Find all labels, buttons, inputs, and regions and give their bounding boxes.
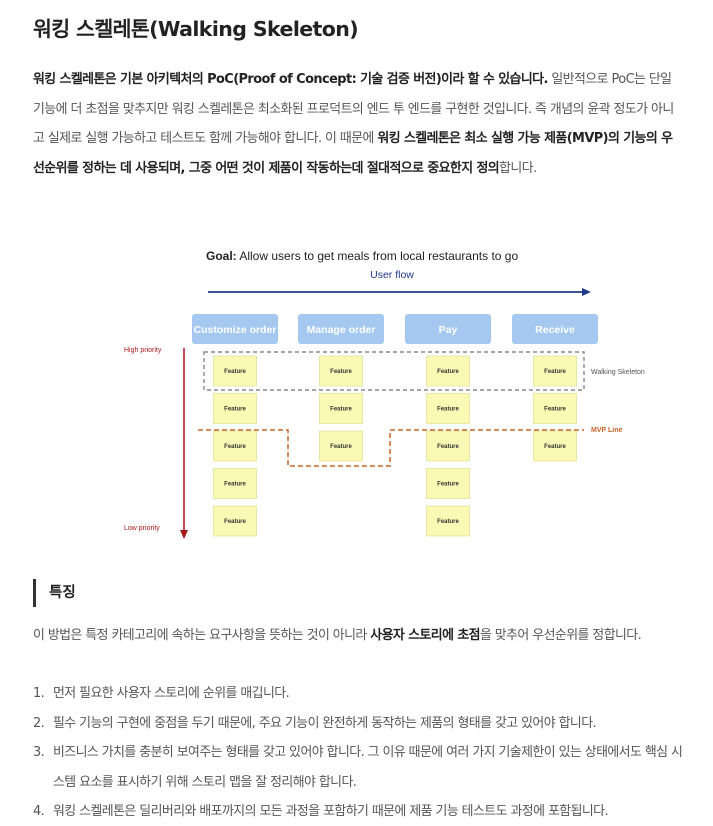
feature-note-label: Feature (544, 407, 566, 413)
feature-note-label: Feature (437, 407, 459, 413)
para-bold-1: 사용자 스토리에 초점 (370, 628, 480, 643)
walking-skeleton-box (203, 351, 585, 391)
low-priority-label: Low priority (124, 525, 160, 532)
goal-description: Allow users to get meals from local rest… (237, 249, 519, 263)
high-priority-label: High priority (124, 347, 162, 354)
list-item-text: 비즈니스 가치를 충분히 보여주는 형태를 갖고 있어야 합니다. 그 이유 때… (53, 745, 683, 790)
feature-note (426, 393, 470, 424)
feature-note (426, 468, 470, 499)
feature-note (213, 468, 257, 499)
diagram-features: FeatureFeatureFeatureFeatureFeatureFeatu… (213, 355, 577, 537)
column-header-box (512, 314, 598, 344)
intro-paragraph: 워킹 스켈레톤은 기본 아키텍처의 PoC(Proof of Concept: … (33, 65, 683, 183)
column-header-label: Customize order (194, 324, 277, 336)
list-item-text: 필수 기능의 구현에 중점을 두기 때문에, 주요 기능이 완전하게 동작하는 … (53, 715, 597, 731)
feature-note-label: Feature (224, 482, 246, 488)
feature-note-label: Feature (437, 444, 459, 450)
feature-note-label: Feature (330, 369, 352, 375)
feature-note (213, 355, 257, 387)
feature-note-label: Feature (224, 369, 246, 375)
feature-note-label: Feature (437, 369, 459, 375)
list-item-number: 2. (33, 715, 45, 731)
feature-note (426, 505, 470, 537)
list-item: 3. 비즈니스 가치를 충분히 보여주는 형태를 갖고 있어야 합니다. 그 이유… (33, 738, 683, 797)
column-header-label: Pay (439, 324, 458, 336)
intro-bold-1: 워킹 스켈레톤은 기본 아키텍처의 PoC(Proof of Concept: … (33, 72, 548, 87)
feature-note-label: Feature (224, 407, 246, 413)
column-header-box (192, 314, 278, 344)
feature-note (426, 355, 470, 387)
para-text-1: 이 방법은 특정 카테고리에 속하는 요구사항을 뜻하는 것이 아니라 (33, 628, 371, 643)
goal-text: Goal: Allow users to get meals from loca… (206, 249, 518, 263)
feature-note (213, 505, 257, 537)
list-item-number: 3. (33, 745, 45, 760)
goal-bold: Goal: (206, 249, 237, 263)
walking-skeleton-diagram: Goal: Allow users to get meals from loca… (88, 240, 648, 545)
user-flow-arrow-head (582, 288, 591, 296)
feature-note (426, 430, 470, 462)
page-title: 워킹 스켈레톤(Walking Skeleton) (33, 17, 359, 41)
intro-text-2: 합니다. (499, 160, 537, 176)
feature-note (533, 393, 577, 424)
feature-note (213, 393, 257, 424)
list-item: 4. 워킹 스켈레톤은 딜리버리와 배포까지의 모든 과정을 포함하기 때문에 제… (33, 797, 683, 826)
walking-skeleton-label: Walking Skeleton (591, 369, 645, 376)
list-item: 2. 필수 기능의 구현에 중점을 두기 때문에, 주요 기능이 완전하게 동작하… (33, 709, 683, 739)
mvp-line-label: MVP Line (591, 427, 622, 434)
feature-note-label: Feature (544, 369, 566, 375)
section-title: 특징 (33, 579, 76, 607)
intro-text-1: 일반적으로 PoC는 단일 기능에 더 초점을 맞추지만 워킹 스켈레톤은 최소… (33, 72, 674, 146)
diagram-columns: Customize order Manage order Pay Receive (192, 314, 598, 344)
feature-note-label: Feature (224, 519, 246, 525)
para-text-2: 을 맞추어 우선순위를 정합니다. (479, 628, 642, 643)
diagram-svg: Goal: Allow users to get meals from loca… (124, 249, 645, 539)
features-paragraph: 이 방법은 특정 카테고리에 속하는 요구사항을 뜻하는 것이 아니라 사용자 … (33, 621, 683, 651)
priority-arrow-head (180, 530, 188, 539)
feature-note (319, 430, 363, 462)
list-item-text: 먼저 필요한 사용자 스토리에 순위를 매깁니다. (53, 686, 290, 701)
list-item-number: 4. (33, 804, 45, 819)
intro-bold-2: 워킹 스켈레톤은 최소 실행 가능 제품(MVP)의 기능의 우선순위를 정하는… (33, 131, 673, 176)
features-list: 1. 먼저 필요한 사용자 스토리에 순위를 매깁니다. 2. 필수 기능의 구현에… (33, 679, 683, 826)
column-header-label: Manage order (307, 324, 376, 336)
feature-note-label: Feature (437, 482, 459, 488)
feature-note-label: Feature (330, 407, 352, 413)
feature-note-label: Feature (437, 519, 459, 525)
column-header-box (405, 314, 491, 344)
column-header-label: Receive (535, 324, 575, 336)
feature-note (319, 355, 363, 387)
list-item-text: 워킹 스켈레톤은 딜리버리와 배포까지의 모든 과정을 포함하기 때문에 제품 … (53, 804, 609, 819)
mvp-line (198, 429, 584, 467)
column-header-box (298, 314, 384, 344)
feature-note (213, 430, 257, 462)
list-item: 1. 먼저 필요한 사용자 스토리에 순위를 매깁니다. (33, 679, 683, 709)
feature-note (533, 355, 577, 387)
feature-note (319, 393, 363, 424)
feature-note-label: Feature (224, 444, 246, 450)
feature-note-label: Feature (330, 444, 352, 450)
user-flow-label: User flow (370, 269, 414, 281)
list-item-number: 1. (33, 686, 45, 701)
feature-note (533, 430, 577, 462)
feature-note-label: Feature (544, 444, 566, 450)
